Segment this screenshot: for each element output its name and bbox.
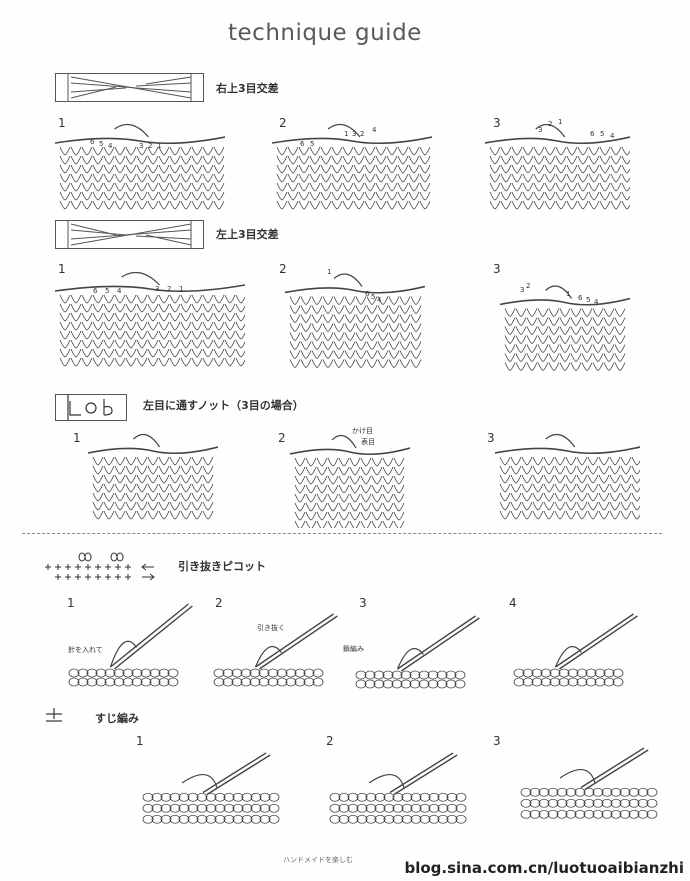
step-number: 1 [136,734,144,748]
annotation: 鎖編み [343,645,364,653]
step-number: 1 [58,262,66,276]
knit-illustration [55,120,225,210]
step-number: 2 [326,734,334,748]
section-label: 左目に通すノット（3目の場合） [143,399,304,412]
annotation: 引き抜く [257,624,285,632]
crochet-illustration [510,610,640,695]
section-label: 左上3目交差 [216,228,279,241]
footer-url: blog.sina.com.cn/luotuoaibianzhi [404,859,684,877]
stitch-number-group: 6 5 4 3 2 1 [300,126,377,148]
stitch-number-group: 3 2 1 6 5 4 [538,118,615,140]
knot-chart-symbol [55,394,127,421]
crochet-illustration [352,612,482,697]
step-number: 2 [279,116,287,130]
step-number: 1 [67,596,75,610]
annotation: かけ目 [352,427,373,435]
section-label: 引き抜きピコット [178,560,266,573]
page-title: technique guide [228,20,422,46]
annotation: 表目 [361,438,375,446]
back-loop-chart-symbol [44,707,64,727]
footer-caption: ハンドメイドを楽しむ [283,856,353,864]
knit-illustration [485,120,630,210]
crochet-illustration [140,745,280,840]
stitch-number-group: 1 6 5 4 [327,268,382,304]
step-number: 1 [58,116,66,130]
step-number: 3 [493,734,501,748]
knit-illustration [495,430,640,520]
step-number: 1 [73,431,81,445]
step-number: 4 [509,596,517,610]
section-label: 右上3目交差 [216,82,279,95]
stitch-number-group: 6 5 4 3 2 1 [90,138,162,150]
knit-illustration [290,428,410,528]
knit-illustration [285,265,425,370]
step-number: 3 [359,596,367,610]
step-number: 3 [487,431,495,445]
crochet-illustration [327,745,467,840]
crochet-illustration [518,740,658,835]
picot-chart-symbol [42,552,162,586]
annotation: 針を入れて [68,646,103,654]
step-number: 2 [279,262,287,276]
step-number: 2 [278,431,286,445]
cable-chart-right-cross [55,73,204,102]
cable-chart-left-cross [55,220,204,249]
knit-illustration [55,262,245,372]
section-divider [22,533,662,534]
step-number: 2 [215,596,223,610]
stitch-number-group: 6 5 4 3 2 1 [93,285,184,295]
crochet-illustration [210,610,340,695]
knit-illustration [88,430,218,520]
knit-illustration [272,120,432,210]
crochet-illustration [65,600,195,695]
step-number: 3 [493,116,501,130]
step-number: 3 [493,262,501,276]
section-label: すじ編み [95,712,139,725]
stitch-number-group: 3 2 1 6 5 4 [520,282,599,306]
knit-illustration [500,280,630,375]
